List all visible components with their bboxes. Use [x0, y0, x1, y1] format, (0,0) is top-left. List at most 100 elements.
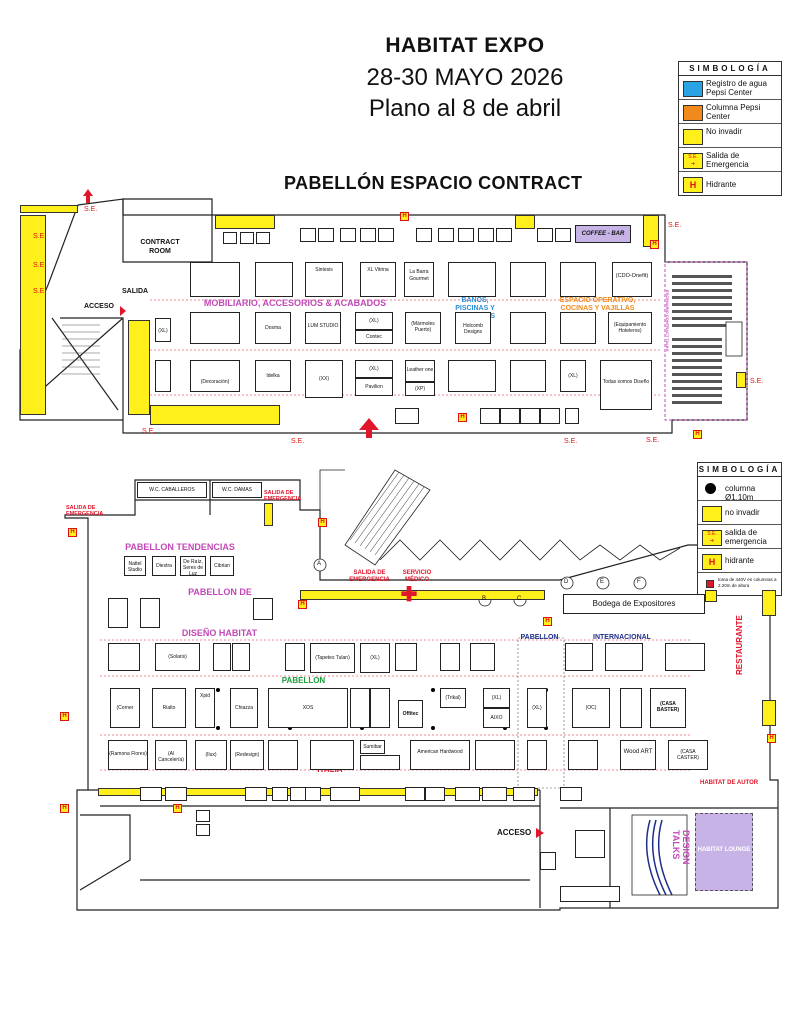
booth: Xpid	[195, 688, 215, 728]
booth-small	[318, 228, 334, 242]
column-icon	[683, 105, 703, 121]
servicio-medico-label: SERVICIO MÉDICO	[402, 570, 432, 583]
booth-small	[480, 408, 500, 424]
pabellon-diseno-label-1: PABELLON DE	[188, 587, 252, 597]
booth	[565, 643, 593, 671]
plan-date: Plano al 8 de abril	[368, 95, 562, 122]
hydrant-icon: H	[543, 617, 552, 626]
no-invadir-zone	[264, 503, 273, 526]
tendencias-booth: De Raíz, Seres de Luz	[180, 556, 206, 576]
emergency-exit-label: S.E.	[142, 428, 156, 435]
booth	[253, 598, 273, 620]
no-invadir-zone	[128, 320, 150, 415]
booth	[108, 598, 128, 628]
booth	[470, 643, 495, 671]
booth: (Equipamiento Hoteleros)	[608, 312, 652, 344]
booth-small	[140, 787, 162, 801]
habitat-autor-label: HABITAT DE AUTOR	[700, 780, 759, 786]
emergency-exit-label: S.E.	[84, 206, 98, 213]
booth-small	[513, 787, 535, 801]
medical-cross-icon: ✚	[400, 584, 418, 606]
booth: (XL)	[355, 360, 393, 378]
booth-small	[478, 228, 494, 242]
booth-small	[245, 787, 267, 801]
no-invadir-zone	[300, 590, 545, 600]
booth-small	[575, 830, 605, 858]
booth	[448, 360, 496, 392]
booth-small	[565, 408, 579, 424]
booth-small	[360, 228, 376, 242]
no-invadir-zone	[705, 590, 717, 602]
hydrant-icon: H	[650, 240, 659, 249]
booth-small	[378, 228, 394, 242]
booth	[370, 688, 390, 728]
booth	[140, 598, 160, 628]
booth	[440, 643, 460, 671]
booth: (Redesign)	[230, 740, 264, 770]
hydrant-icon: H	[60, 712, 69, 721]
legend-item-water: Registro de agua Pepsi Center	[679, 76, 781, 100]
booth: Offitec	[398, 700, 423, 728]
booth: (Tapetes Tulan)	[310, 643, 355, 673]
zone-espacio-operativo: ESPACIO OPERATIVO, COCINAS Y VAJILLAS	[559, 297, 636, 312]
booth	[360, 755, 400, 770]
booth	[310, 740, 354, 770]
booth	[510, 360, 546, 392]
habitat-lounge: HABITAT LOUNGE	[695, 813, 753, 891]
contract-pavilion-title: PABELLÓN ESPACIO CONTRACT	[284, 173, 583, 193]
booth: (XL)	[360, 643, 390, 673]
tendencias-booth: Diestra	[152, 556, 176, 576]
booth-small	[560, 787, 582, 801]
hydrant-icon: H	[702, 554, 722, 570]
booth	[560, 312, 596, 344]
booth: Rialto	[152, 688, 186, 728]
booth	[108, 643, 140, 671]
booth: Contec	[355, 330, 393, 344]
booth-small	[395, 408, 419, 424]
booth: (XP)	[405, 382, 435, 396]
no-invadir-zone	[762, 590, 776, 616]
booth	[475, 740, 515, 770]
wc-caballeros: W.C. CABALLEROS	[137, 482, 207, 498]
emergency-exit-label: S.E.	[668, 222, 682, 229]
stage-label: ESCENARIO CONTRACT TALKS	[665, 290, 670, 352]
booth: Leather one	[405, 360, 435, 382]
water-registry-icon	[683, 81, 703, 97]
acceso-label: ACCESO	[84, 303, 114, 310]
hydrant-icon: H	[400, 212, 409, 221]
booth	[268, 740, 298, 770]
no-invadir-zone	[20, 205, 78, 213]
booth	[285, 643, 305, 671]
booth: XOS	[268, 688, 348, 728]
booth-small	[300, 228, 316, 242]
booth-small	[500, 408, 520, 424]
hydrant-icon: H	[298, 600, 307, 609]
hydrant-icon: H	[683, 177, 703, 193]
legend-item-columna: columna Ø1.10m	[698, 477, 781, 502]
no-invadir-zone	[20, 215, 46, 415]
booth: Sintesis	[305, 262, 343, 297]
pabellon-tendencias-label: PABELLON TENDENCIAS	[125, 542, 235, 552]
no-invadir-icon	[683, 129, 703, 145]
booth-small	[196, 810, 210, 822]
booth: (XL)	[155, 318, 171, 342]
hydrant-icon: H	[767, 734, 776, 743]
booth: Dosma	[255, 312, 291, 344]
booth-small	[458, 228, 474, 242]
no-invadir-zone	[736, 372, 746, 388]
column-label-a: A	[317, 561, 322, 567]
restaurante-label: RESTAURANTE	[735, 615, 744, 675]
booth: (Ilux)	[195, 740, 227, 770]
column-label-c: C	[517, 596, 522, 602]
booth-small	[196, 824, 210, 836]
no-invadir-zone	[762, 700, 776, 726]
tendencias-booth: Nattel Studio	[124, 556, 146, 576]
booth-small	[340, 228, 356, 242]
booth	[605, 643, 643, 671]
booth: (Trikal)	[440, 688, 466, 708]
booth: Idelka	[255, 360, 291, 392]
column-label-d: D	[564, 579, 569, 585]
emergency-exit-icon: S.E.➜	[683, 153, 703, 169]
